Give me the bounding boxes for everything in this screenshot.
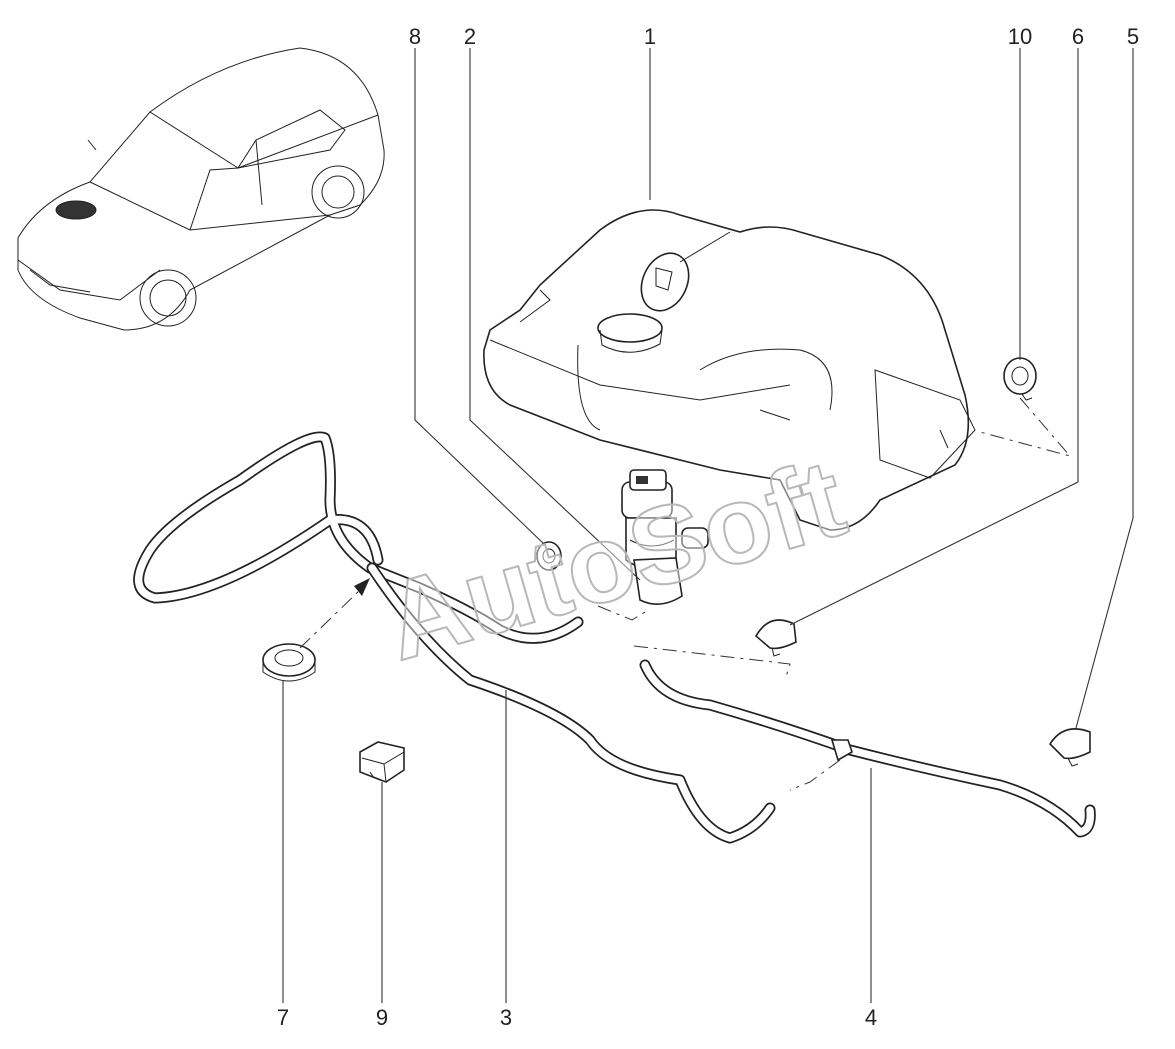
callout-8: 8 — [409, 24, 421, 49]
car-locator-thumbnail — [17, 47, 385, 331]
pump-grommet — [536, 541, 562, 571]
washer-nozzle-front — [754, 619, 797, 657]
washer-hose-nozzle — [639, 659, 1096, 838]
assembly-lines — [299, 397, 1072, 791]
callout-6: 6 — [1072, 24, 1084, 49]
washer-nozzle-rear — [1048, 728, 1091, 767]
hose-clip — [359, 741, 405, 783]
leader-lines — [282, 48, 1134, 1003]
callout-labels: 1 2 3 4 5 6 7 8 9 10 — [277, 24, 1139, 1030]
callout-3: 3 — [500, 1005, 512, 1030]
reservoir-fastener — [1003, 357, 1037, 401]
washer-pump — [621, 469, 709, 605]
hose-grommet — [262, 643, 316, 682]
callout-5: 5 — [1127, 24, 1139, 49]
washer-reservoir — [483, 209, 976, 531]
assembly-arrow — [354, 578, 370, 596]
callout-4: 4 — [865, 1005, 877, 1030]
callout-7: 7 — [277, 1005, 289, 1030]
callout-9: 9 — [376, 1005, 388, 1030]
callout-2: 2 — [464, 24, 476, 49]
callout-1: 1 — [644, 24, 656, 49]
callout-10: 10 — [1008, 24, 1032, 49]
washer-hose-main — [133, 431, 776, 844]
